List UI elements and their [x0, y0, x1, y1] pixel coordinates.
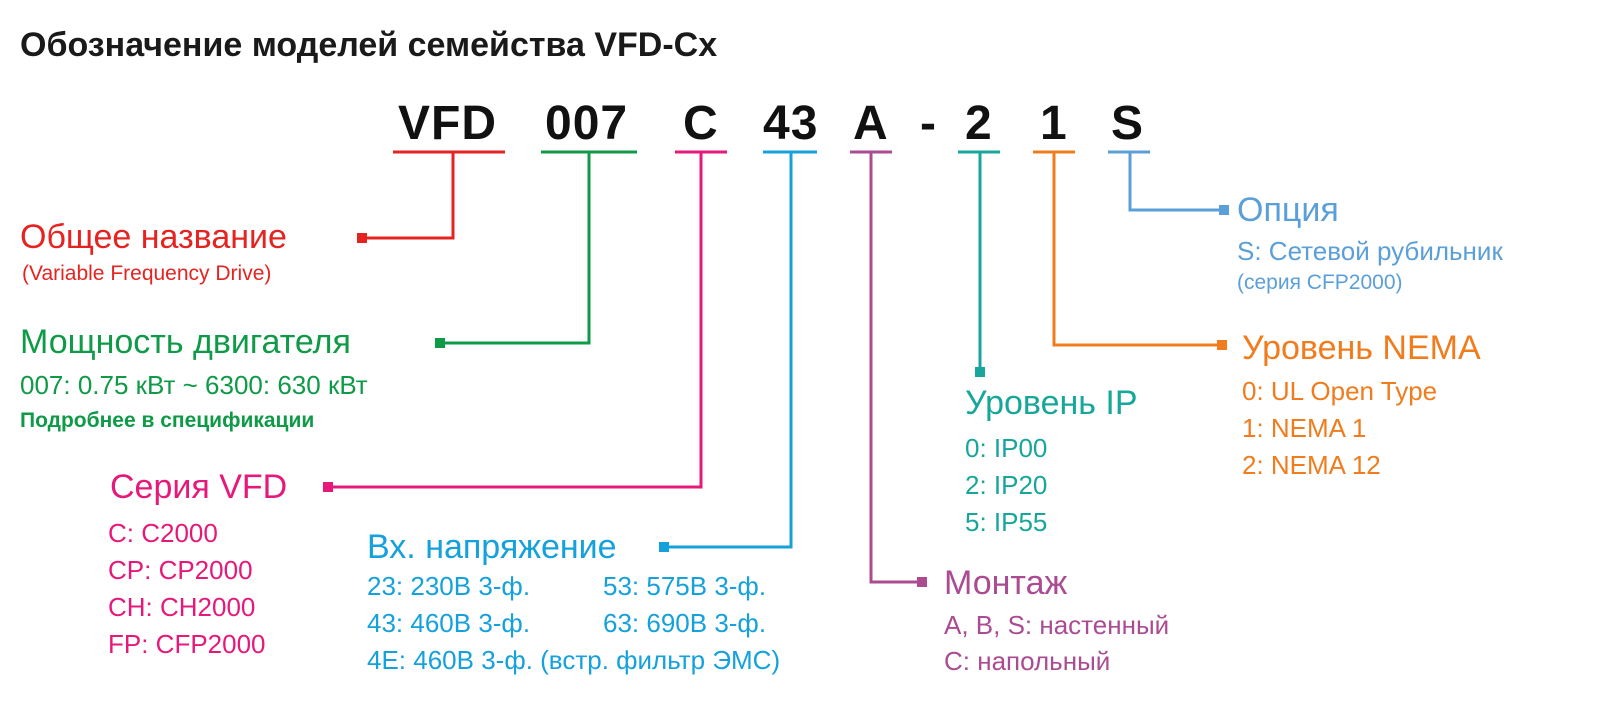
code-dash: -: [920, 97, 937, 150]
endpoint-option: [1219, 205, 1229, 215]
motor-title: Мощность двигателя: [20, 323, 351, 361]
motor-range: 007: 0.75 кВт ~ 6300: 630 кВт: [20, 370, 368, 400]
voltage-item-53: 53: 575В 3-ф.: [603, 571, 767, 601]
voltage-item-4e: 4E: 460В 3-ф. (встр. фильтр ЭМС): [367, 645, 781, 675]
endpoint-nema: [1217, 340, 1227, 350]
connector-general: [362, 152, 455, 240]
option-note: (серия CFP2000): [1237, 271, 1403, 294]
endpoint-ip: [975, 367, 985, 377]
mount-title: Монтаж: [944, 564, 1068, 602]
ip-title: Уровень IP: [965, 384, 1138, 422]
ip-item-5: 5: IP55: [965, 507, 1048, 537]
connector-motor: [440, 152, 591, 345]
code-ip: 2: [965, 97, 993, 150]
code-power: 007: [545, 97, 629, 150]
code-series: C: [683, 97, 719, 150]
series-item-cp: CP: CP2000: [108, 555, 253, 585]
nema-title: Уровень NEMA: [1242, 329, 1481, 367]
nema-item-0: 0: UL Open Type: [1242, 376, 1438, 406]
code-mount: A: [853, 97, 889, 150]
voltage-item-43: 43: 460В 3-ф.: [367, 608, 531, 638]
endpoint-voltage: [659, 542, 669, 552]
code-voltage: 43: [763, 97, 819, 150]
series-item-c: C: C2000: [108, 518, 218, 548]
code-nema: 1: [1040, 97, 1068, 150]
mount-item-wall: A, B, S: настенный: [944, 610, 1170, 640]
nema-item-1: 1: NEMA 1: [1242, 413, 1367, 443]
ip-item-2: 2: IP20: [965, 470, 1048, 500]
endpoint-general: [357, 233, 367, 243]
code-vfd: VFD: [398, 97, 497, 150]
connector-nema: [1052, 152, 1222, 347]
endpoint-series: [323, 482, 333, 492]
connector-mount: [869, 152, 922, 584]
series-item-ch: CH: CH2000: [108, 592, 256, 622]
option-item: S: Сетевой рубильник: [1237, 236, 1503, 266]
series-item-fp: FP: CFP2000: [108, 629, 266, 659]
mount-item-floor: C: напольный: [944, 646, 1111, 676]
connector-option: [1128, 152, 1224, 212]
page-title: Обозначение моделей семейства VFD-Cx: [20, 26, 718, 64]
option-title: Опция: [1237, 191, 1339, 229]
connector-voltage: [664, 152, 793, 549]
endpoint-mount: [917, 577, 927, 587]
series-title: Серия VFD: [110, 468, 288, 506]
endpoint-motor: [435, 338, 445, 348]
ip-item-0: 0: IP00: [965, 433, 1048, 463]
connector-series: [328, 152, 703, 489]
code-option: S: [1111, 97, 1145, 150]
nema-item-2: 2: NEMA 12: [1242, 450, 1381, 480]
motor-note: Подробнее в спецификации: [20, 409, 315, 432]
voltage-item-63: 63: 690В 3-ф.: [603, 608, 767, 638]
general-title: Общее название: [20, 218, 287, 256]
voltage-title: Вх. напряжение: [367, 528, 617, 566]
voltage-item-23: 23: 230В 3-ф.: [367, 571, 531, 601]
general-note: (Variable Frequency Drive): [22, 262, 272, 285]
